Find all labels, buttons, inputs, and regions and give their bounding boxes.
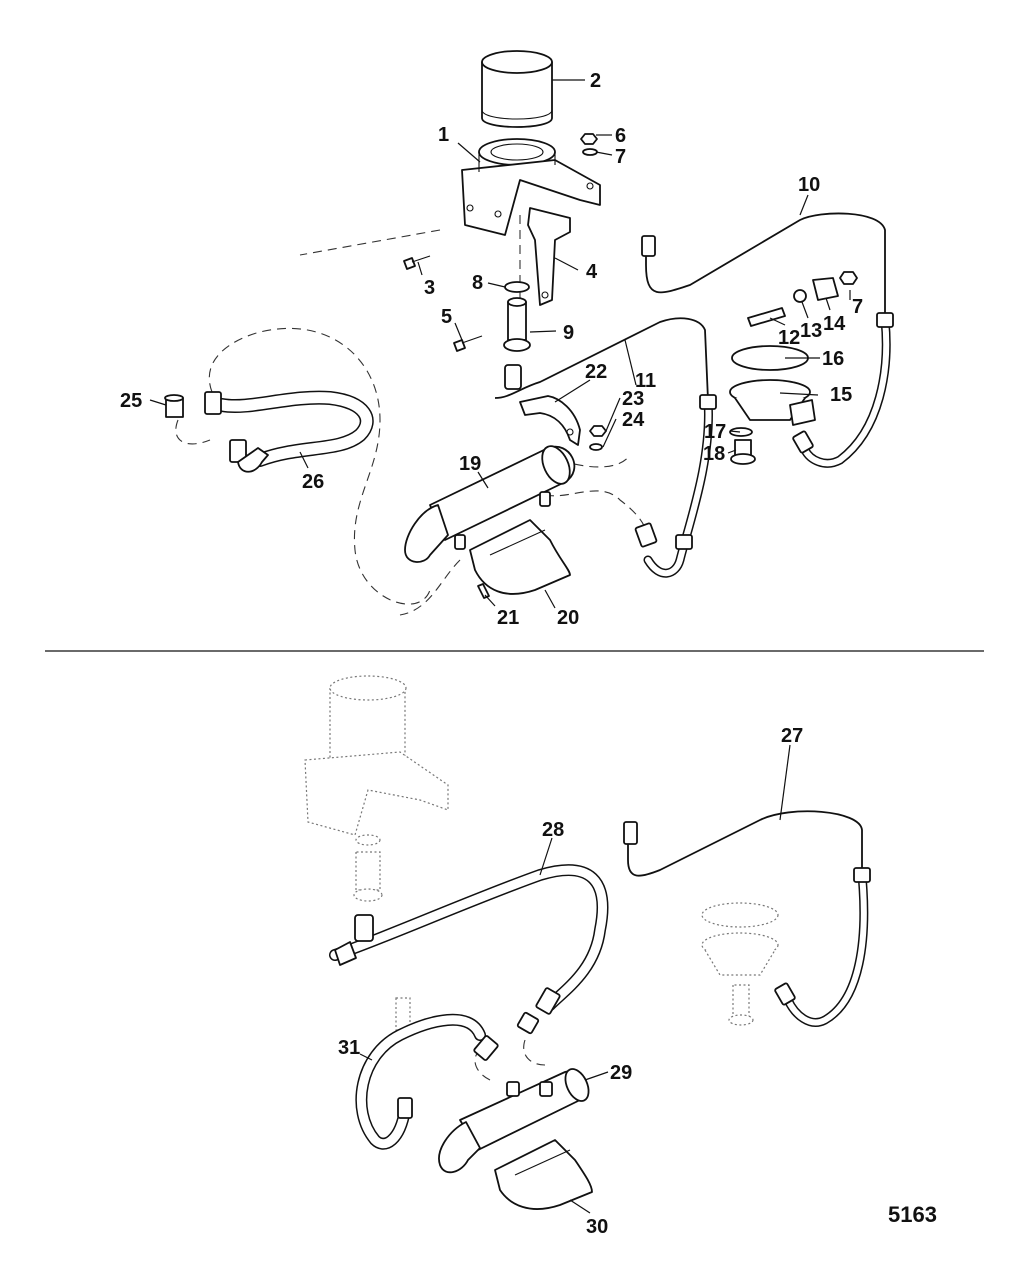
oil-filter [481, 50, 553, 128]
callout-7a: 7 [615, 146, 626, 168]
hose-28 [329, 864, 609, 1035]
callout-2: 2 [590, 70, 601, 92]
hose-fitting-18 [730, 439, 756, 465]
hose-27 [623, 810, 871, 1027]
callout-19: 19 [459, 453, 481, 475]
callout-21: 21 [497, 607, 519, 629]
callout-26: 26 [302, 471, 324, 493]
callout-31: 31 [338, 1037, 360, 1059]
callout-30: 30 [586, 1216, 608, 1238]
callout-18: 18 [703, 443, 725, 465]
screws [403, 255, 483, 352]
oil-cooler [404, 445, 576, 563]
callout-4: 4 [586, 261, 598, 283]
strainer-housing [729, 379, 816, 426]
callout-14: 14 [823, 313, 846, 335]
callout-10: 10 [798, 174, 820, 196]
callout-8: 8 [472, 272, 483, 294]
callout-labels: 1 2 3 4 5 6 7 7 8 9 10 11 12 13 14 15 16… [120, 70, 863, 1238]
upper-clamp [519, 395, 581, 446]
callout-25: 25 [120, 390, 142, 412]
lower-assembly [304, 675, 871, 1210]
lower-clamp-30 [494, 1139, 593, 1210]
callout-22: 22 [585, 361, 607, 383]
upper-assembly [164, 50, 894, 616]
hose-31 [355, 1013, 499, 1150]
filter-bracket [461, 138, 601, 236]
callout-12: 12 [778, 327, 800, 349]
callout-16: 16 [822, 348, 844, 370]
ghost-strainer [701, 902, 779, 1026]
hose-26 [204, 390, 374, 473]
callout-6: 6 [615, 125, 626, 147]
callout-3: 3 [424, 277, 435, 299]
callout-24: 24 [622, 409, 645, 431]
callout-20: 20 [557, 607, 579, 629]
callout-17: 17 [704, 421, 726, 443]
callout-1: 1 [438, 124, 449, 146]
callout-5: 5 [441, 306, 452, 328]
fitting-25 [164, 394, 184, 418]
callout-28: 28 [542, 819, 564, 841]
callout-7b: 7 [852, 296, 863, 318]
callout-13: 13 [800, 320, 822, 342]
adapter-fitting [503, 297, 531, 352]
figure-number: 5163 [888, 1202, 937, 1227]
o-ring [504, 281, 530, 293]
leader-lines [149, 79, 851, 1214]
callout-15: 15 [830, 384, 852, 406]
oil-cooler-lower [438, 1068, 590, 1174]
callout-9: 9 [563, 322, 574, 344]
support-plate [527, 207, 571, 306]
lower-clamp [469, 519, 571, 595]
callout-27: 27 [781, 725, 803, 747]
callout-23: 23 [622, 388, 644, 410]
callout-29: 29 [610, 1062, 632, 1084]
hose-11 [494, 317, 717, 578]
callout-11: 11 [635, 370, 656, 392]
ghost-filter-assembly [304, 675, 449, 902]
